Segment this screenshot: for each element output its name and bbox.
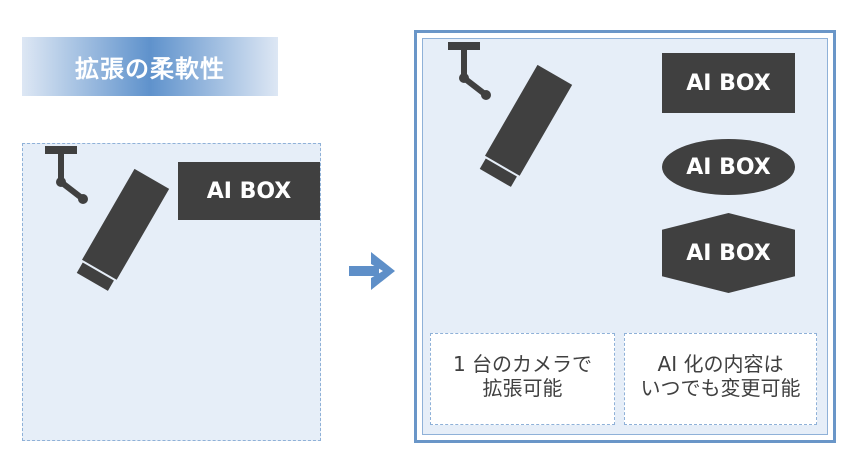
- title-banner: 拡張の柔軟性: [22, 37, 278, 96]
- page-title: 拡張の柔軟性: [75, 55, 225, 83]
- note-line: 1 台のカメラで: [452, 352, 593, 376]
- note-expandable: 1 台のカメラで 拡張可能: [430, 333, 615, 425]
- note-line: AI 化の内容は: [657, 352, 784, 376]
- camera-icon: [448, 42, 573, 187]
- camera-icon: [45, 146, 170, 291]
- ai-box-label: AI BOX: [686, 240, 771, 266]
- ai-box-before: AI BOX: [178, 162, 320, 220]
- ai-box-hexagon: AI BOX: [662, 213, 795, 293]
- after-inner-panel: AI BOX AI BOX AI BOX 1 台のカメラで 拡張可能 AI 化の…: [422, 38, 828, 435]
- note-line: 拡張可能: [482, 376, 563, 400]
- ai-box-label: AI BOX: [686, 70, 771, 96]
- ai-box-label: AI BOX: [206, 178, 292, 204]
- before-panel: AI BOX: [22, 143, 321, 441]
- ai-box-oval: AI BOX: [662, 139, 795, 195]
- ai-box-label: AI BOX: [686, 154, 771, 180]
- after-panel: AI BOX AI BOX AI BOX 1 台のカメラで 拡張可能 AI 化の…: [414, 30, 836, 443]
- ai-box-rectangle: AI BOX: [662, 53, 795, 113]
- arrow-right-icon: [349, 252, 395, 290]
- note-changeable: AI 化の内容は いつでも変更可能: [624, 333, 817, 425]
- note-line: いつでも変更可能: [640, 376, 801, 400]
